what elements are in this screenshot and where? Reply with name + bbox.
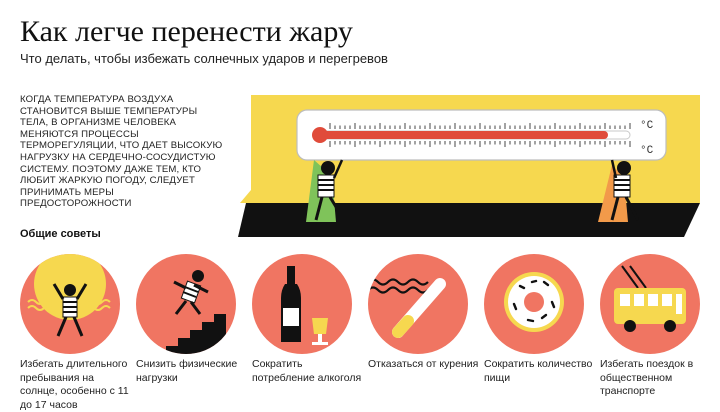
wine-bottle-icon	[252, 254, 352, 354]
trolleybus-icon	[600, 254, 700, 354]
hero-illustration: °C °C	[238, 95, 700, 237]
tip-label: Сократить потребление алкоголя	[252, 358, 362, 384]
tip-label: Сократить количество пищи	[484, 358, 593, 384]
tip-label: Снизить физические нагрузки	[136, 358, 238, 384]
cigarette-icon	[368, 254, 468, 354]
tip-label: Избегать длительного пребывания на солнц…	[20, 358, 129, 411]
unit-label-bottom: °C	[640, 145, 654, 157]
carrier-right-figure	[598, 159, 640, 222]
intro-text: Когда температура воздуха становится выш…	[20, 94, 223, 210]
carrier-left-figure	[306, 159, 346, 222]
running-stairs-icon	[136, 254, 236, 354]
ground-strip	[238, 203, 700, 237]
page-title: Как легче перенести жару	[20, 15, 353, 48]
page-subtitle: Что делать, чтобы избежать солнечных уда…	[20, 51, 388, 66]
tip-label: Избегать поездок в общественном транспор…	[600, 358, 694, 397]
section-title-general-tips: Общие советы	[20, 228, 101, 240]
unit-label-top: °C	[640, 120, 654, 132]
tip-label: Отказаться от курения	[368, 358, 479, 370]
sun-person-icon	[20, 254, 120, 354]
donut-icon	[484, 254, 584, 354]
thermometer-icon	[296, 109, 667, 161]
